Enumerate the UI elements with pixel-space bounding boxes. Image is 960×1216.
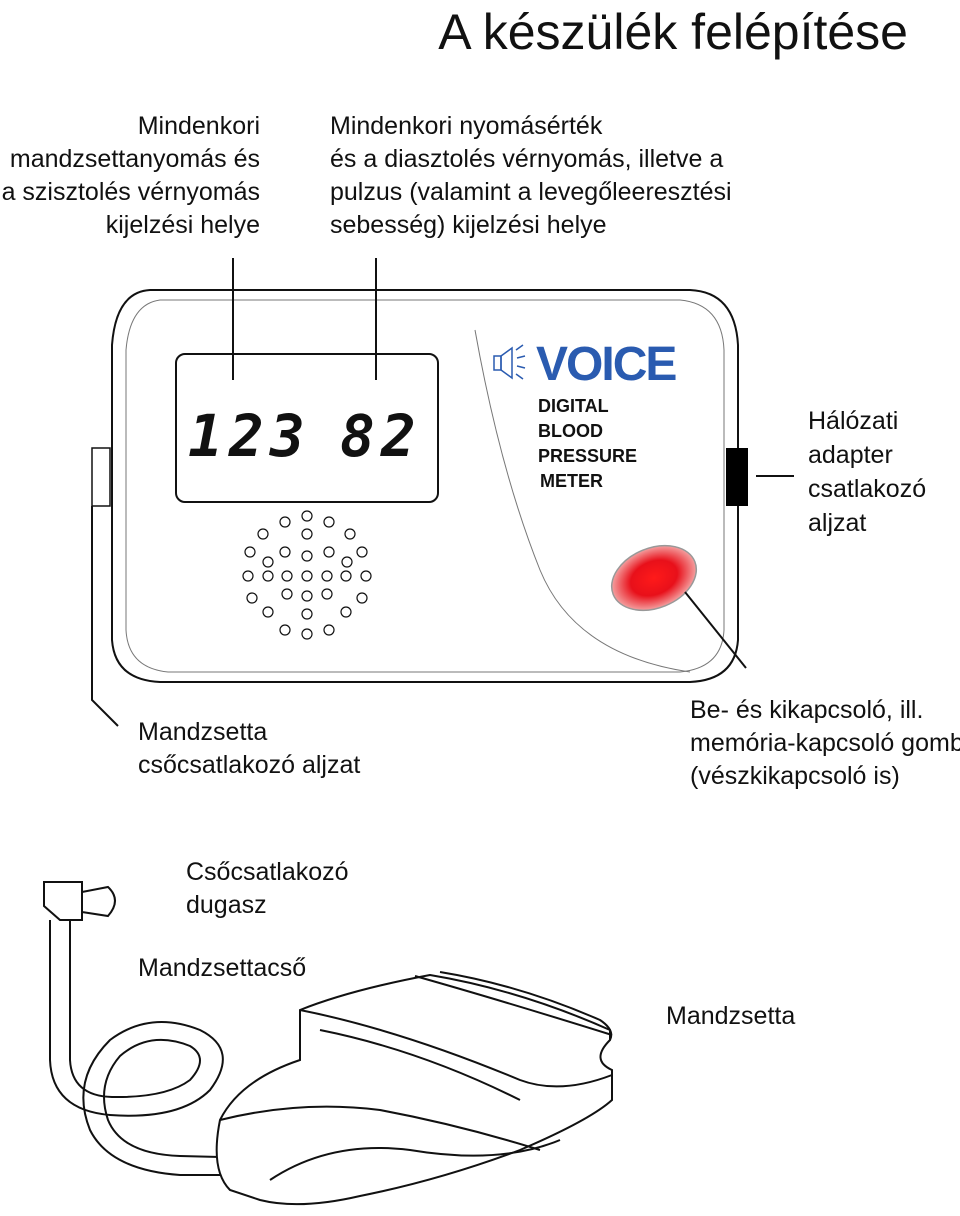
cuff-tube	[49, 920, 261, 1176]
device-subtitle: DIGITAL BLOOD PRESSURE METER	[538, 396, 637, 491]
lcd-display	[175, 353, 439, 503]
display-left-value: 123	[188, 402, 311, 470]
speaker-logo-icon	[493, 344, 526, 380]
tube-plug	[43, 881, 116, 921]
leader-lines	[91, 258, 794, 727]
cuff-illustration	[215, 971, 613, 1206]
device-body-curve	[474, 329, 691, 673]
brand-logo: VOICE	[536, 338, 676, 391]
label-adapter-socket: Hálózati adapter csatlakozó aljzat	[808, 407, 927, 537]
label-cuff-pressure-display: Mindenkori mandzsettanyomás és a sziszto…	[1, 112, 260, 239]
svg-text:BLOOD: BLOOD	[538, 421, 603, 441]
label-tube-plug: Csőcsatlakozó dugasz	[186, 858, 349, 919]
power-button	[610, 544, 698, 612]
label-power-button: Be- és kikapcsoló, ill. memória-kapcsoló…	[690, 696, 960, 790]
label-pressure-value-display: Mindenkori nyomásérték és a diasztolés v…	[330, 112, 732, 239]
label-cuff-tube-socket: Mandzsetta csőcsatlakozó aljzat	[138, 718, 361, 779]
display-right-value: 82	[340, 402, 422, 470]
page-title: A készülék felépítése	[438, 4, 908, 60]
device-body-inner-edge	[125, 299, 725, 673]
speaker-grille	[242, 510, 372, 640]
label-cuff: Mandzsetta	[666, 1002, 796, 1030]
svg-text:METER: METER	[540, 471, 603, 491]
adapter-socket	[726, 448, 748, 506]
svg-text:PRESSURE: PRESSURE	[538, 446, 637, 466]
cuff-tube-socket	[91, 447, 111, 507]
svg-text:DIGITAL: DIGITAL	[538, 396, 609, 416]
label-cuff-tube: Mandzsettacső	[138, 954, 307, 982]
